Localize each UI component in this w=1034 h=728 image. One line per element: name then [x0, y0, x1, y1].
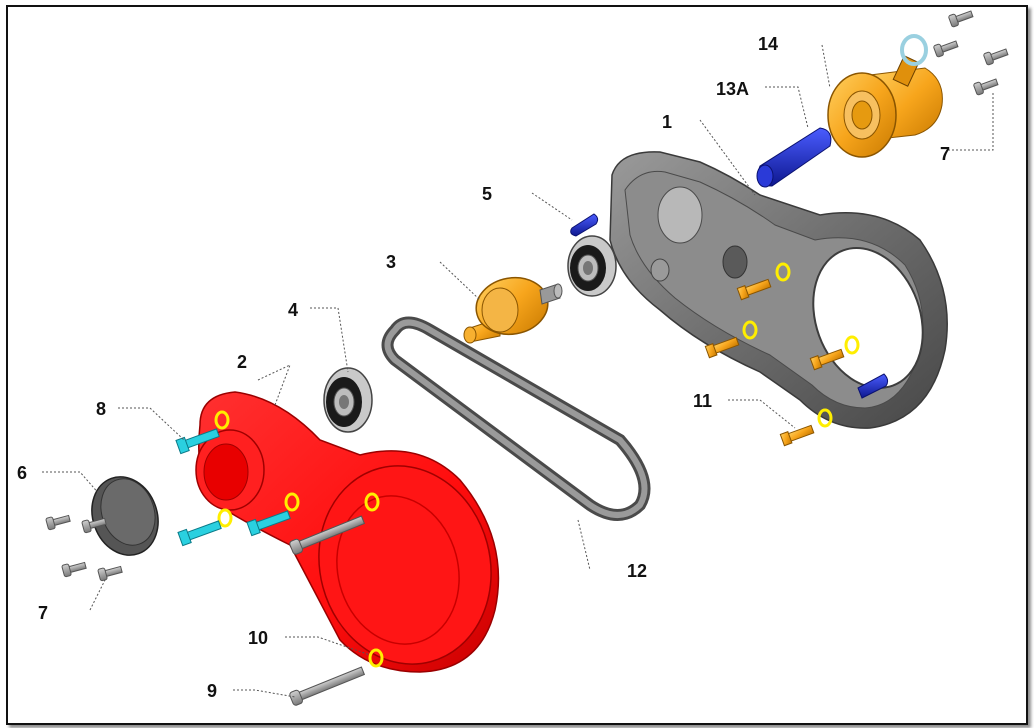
callout-4: 4	[288, 300, 298, 320]
callout-9: 9	[207, 681, 217, 701]
bolts-11-group	[704, 262, 889, 447]
screws-top-group	[933, 10, 1009, 96]
callout-11: 11	[693, 391, 712, 411]
housing-part	[609, 151, 948, 429]
callout-1: 1	[662, 112, 672, 132]
callout-2: 2	[237, 352, 247, 372]
callout-6: 6	[17, 463, 27, 483]
blue-shaft-part	[756, 127, 832, 188]
leader-lines	[42, 44, 994, 698]
callout-7-bottom: 7	[38, 603, 48, 623]
callout-12: 12	[627, 561, 647, 581]
pulley-part	[463, 276, 563, 344]
callout-7-top: 7	[940, 144, 950, 164]
bolts-8-group	[175, 428, 291, 547]
bearing-part	[323, 367, 373, 433]
callout-13a: 13A	[716, 79, 749, 99]
callout-3: 3	[386, 252, 396, 272]
screws-bottom-group	[45, 514, 123, 582]
bearing-top-part	[567, 235, 617, 297]
callout-10: 10	[248, 628, 268, 648]
callout-8: 8	[96, 399, 106, 419]
blue-pin-part	[570, 213, 599, 237]
long-bolts-group	[289, 515, 384, 706]
callout-14: 14	[758, 34, 778, 54]
callout-5: 5	[482, 184, 492, 204]
flange-part	[827, 34, 943, 158]
plate-part	[91, 476, 159, 556]
belt-part	[381, 316, 651, 521]
cover-part	[195, 391, 500, 673]
